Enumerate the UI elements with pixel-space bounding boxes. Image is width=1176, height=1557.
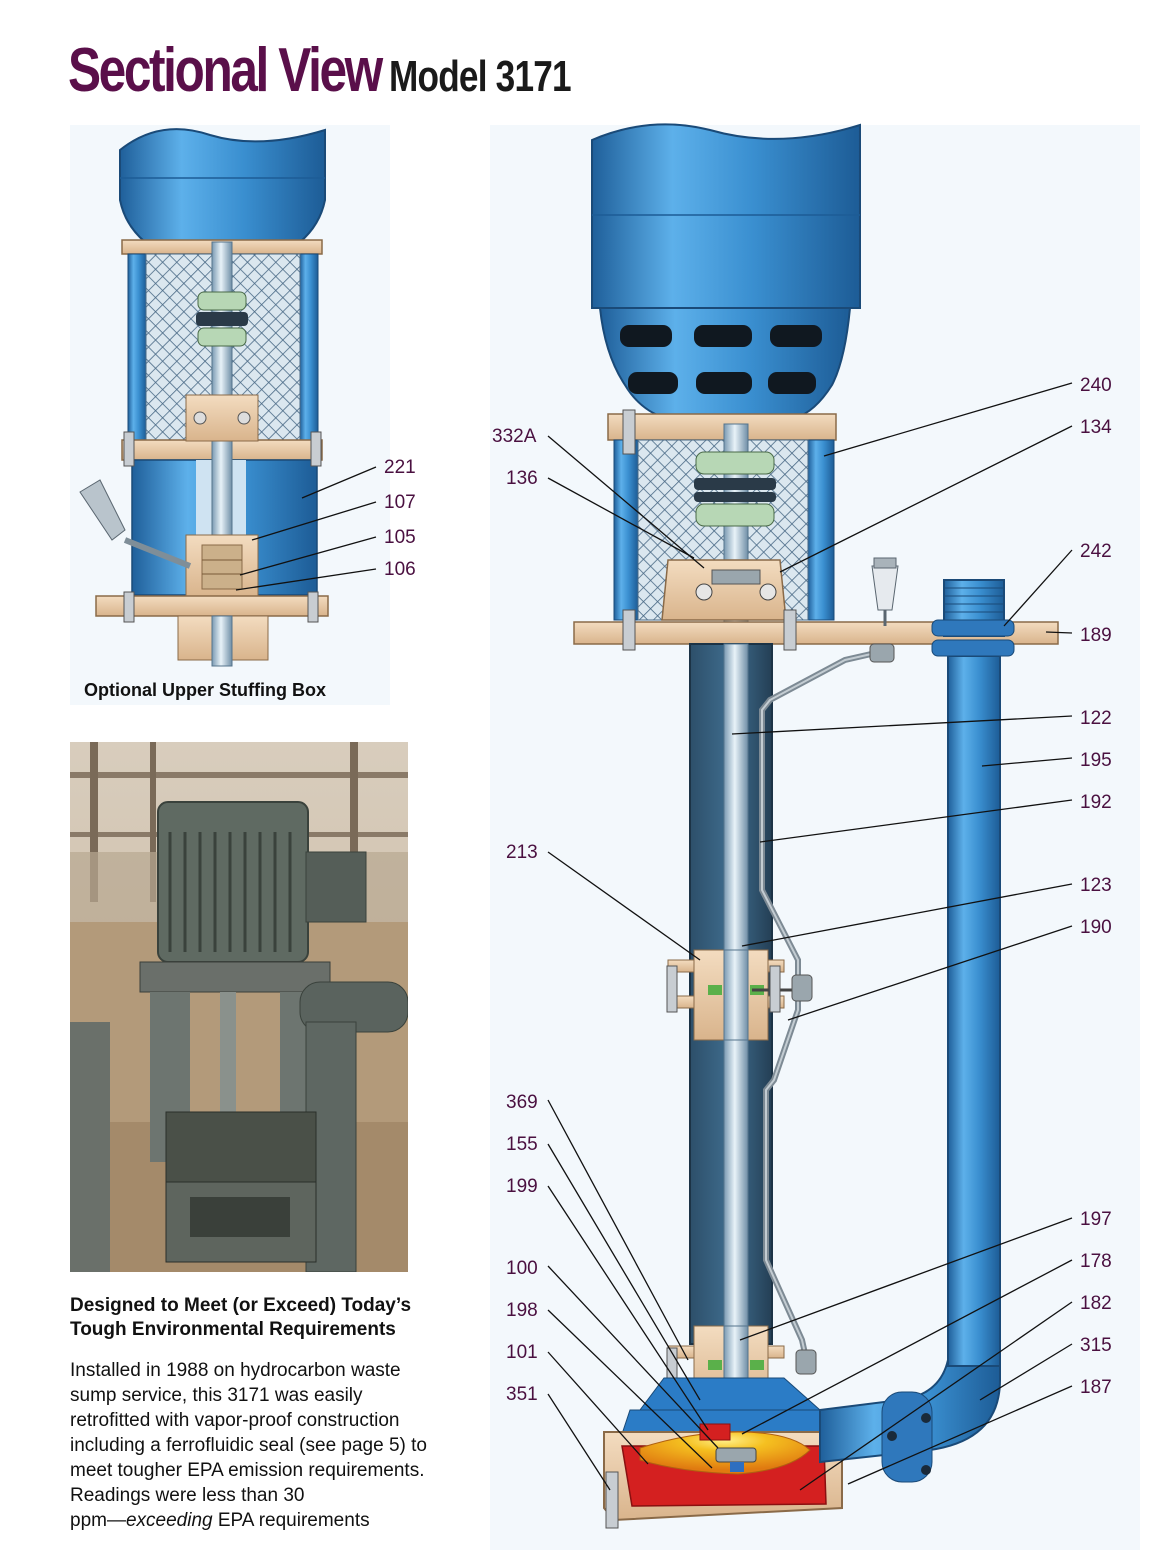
label-242: 242	[1080, 541, 1112, 562]
article-body-line-2: sump service, this 3171 was easily	[70, 1385, 363, 1406]
label-332a: 332A	[492, 426, 537, 447]
inset-leaders	[235, 466, 377, 591]
label-178: 178	[1080, 1251, 1112, 1272]
label-198: 198	[506, 1300, 538, 1321]
article-body-emphasis: exceeding	[125, 1510, 213, 1531]
label-136: 136	[506, 468, 538, 489]
label-101: 101	[506, 1342, 538, 1363]
article-body: Installed in 1988 on hydrocarbon waste s…	[70, 1358, 470, 1533]
title-main: Sectional View	[68, 36, 383, 105]
label-197: 197	[1080, 1209, 1112, 1230]
inset-label-105: 105	[384, 527, 416, 548]
label-199: 199	[506, 1176, 538, 1197]
label-315: 315	[1080, 1335, 1112, 1356]
article-body-line-3: retrofitted with vapor-proof constructio…	[70, 1410, 400, 1431]
label-369: 369	[506, 1092, 538, 1113]
inset-drawing	[79, 128, 329, 667]
label-240: 240	[1080, 375, 1112, 396]
article: Designed to Meet (or Exceed) Today’s Tou…	[70, 1294, 470, 1533]
label-187: 187	[1080, 1377, 1112, 1398]
page-title: Sectional View Model 3171	[68, 40, 617, 102]
label-155: 155	[506, 1134, 538, 1155]
label-134: 134	[1080, 417, 1112, 438]
label-351: 351	[506, 1384, 538, 1405]
inset-label-106: 106	[384, 559, 416, 580]
article-heading: Designed to Meet (or Exceed) Today’s Tou…	[70, 1294, 470, 1342]
label-213: 213	[506, 842, 538, 863]
installation-photo	[70, 742, 408, 1272]
label-100: 100	[506, 1258, 538, 1279]
label-190: 190	[1080, 917, 1112, 938]
inset-label-107: 107	[384, 492, 416, 513]
main-leaders	[547, 382, 1073, 1491]
label-192: 192	[1080, 792, 1112, 813]
article-body-line-4: including a ferrofluidic seal (see page …	[70, 1435, 427, 1456]
label-195: 195	[1080, 750, 1112, 771]
article-body-last-prefix: ppm—	[70, 1510, 126, 1531]
inset-caption: Optional Upper Stuffing Box	[84, 680, 326, 700]
label-182: 182	[1080, 1293, 1112, 1314]
main-pump-drawing	[573, 123, 1059, 1529]
label-189: 189	[1080, 625, 1112, 646]
label-123: 123	[1080, 875, 1112, 896]
article-body-last-suffix: EPA requirements	[212, 1510, 370, 1531]
label-122: 122	[1080, 708, 1112, 729]
article-body-line-5: meet tougher EPA emission requirements.	[70, 1460, 425, 1481]
article-heading-line2: Tough Environmental Requirements	[70, 1319, 396, 1340]
article-heading-line1: Designed to Meet (or Exceed) Today’s	[70, 1295, 412, 1316]
title-model: Model 3171	[389, 52, 572, 101]
inset-label-221: 221	[384, 457, 416, 478]
article-body-line-6: Readings were less than 30	[70, 1485, 305, 1506]
article-body-line-1: Installed in 1988 on hydrocarbon waste	[70, 1360, 401, 1381]
